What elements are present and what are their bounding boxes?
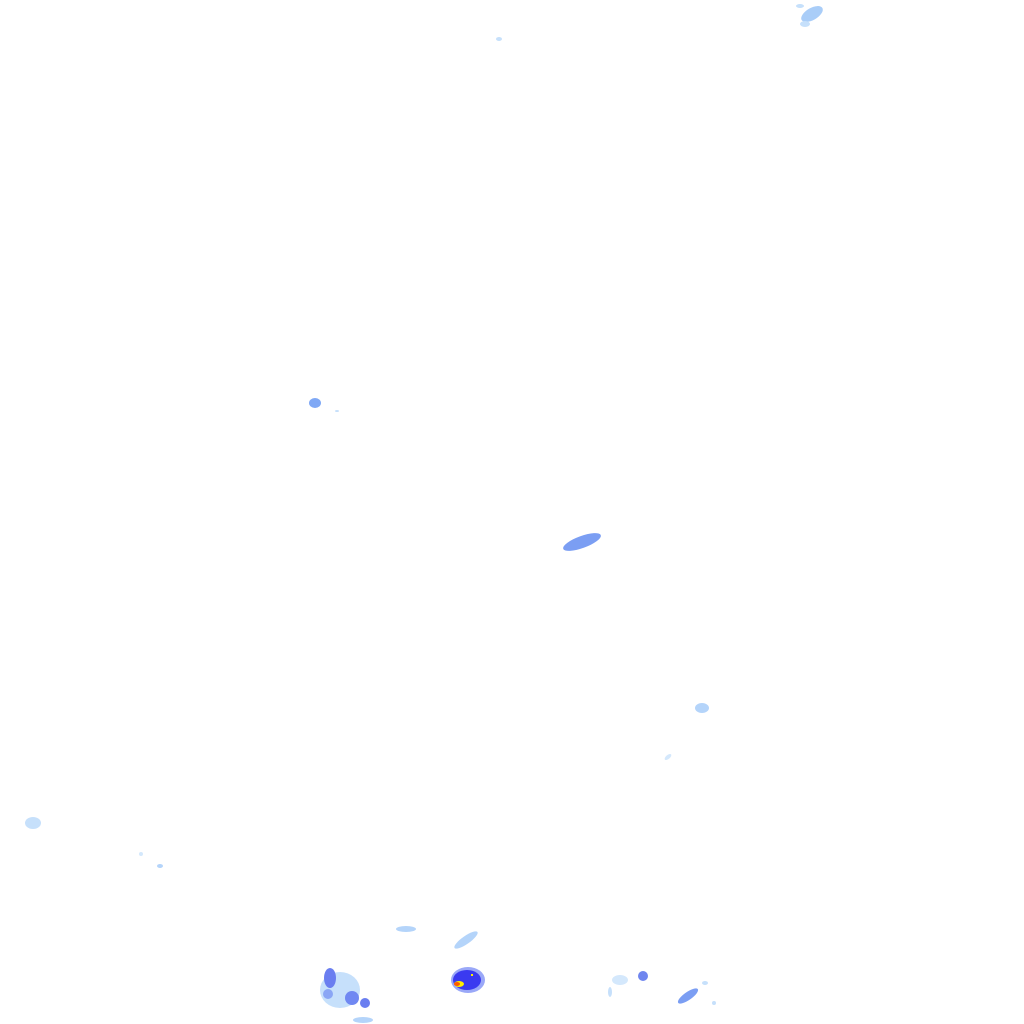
rain-cell-right bbox=[664, 703, 709, 760]
rain-cell-far-left bbox=[25, 817, 163, 868]
rain-cell-top-right bbox=[796, 4, 823, 27]
rain-cluster-bottom-left bbox=[320, 926, 478, 1023]
rain-cell-center bbox=[563, 533, 601, 551]
rain-cell-top bbox=[496, 37, 502, 41]
rain-cell-left-center bbox=[309, 398, 339, 412]
storm-cell-intense bbox=[451, 967, 485, 993]
rain-cluster-bottom-right bbox=[608, 971, 716, 1005]
